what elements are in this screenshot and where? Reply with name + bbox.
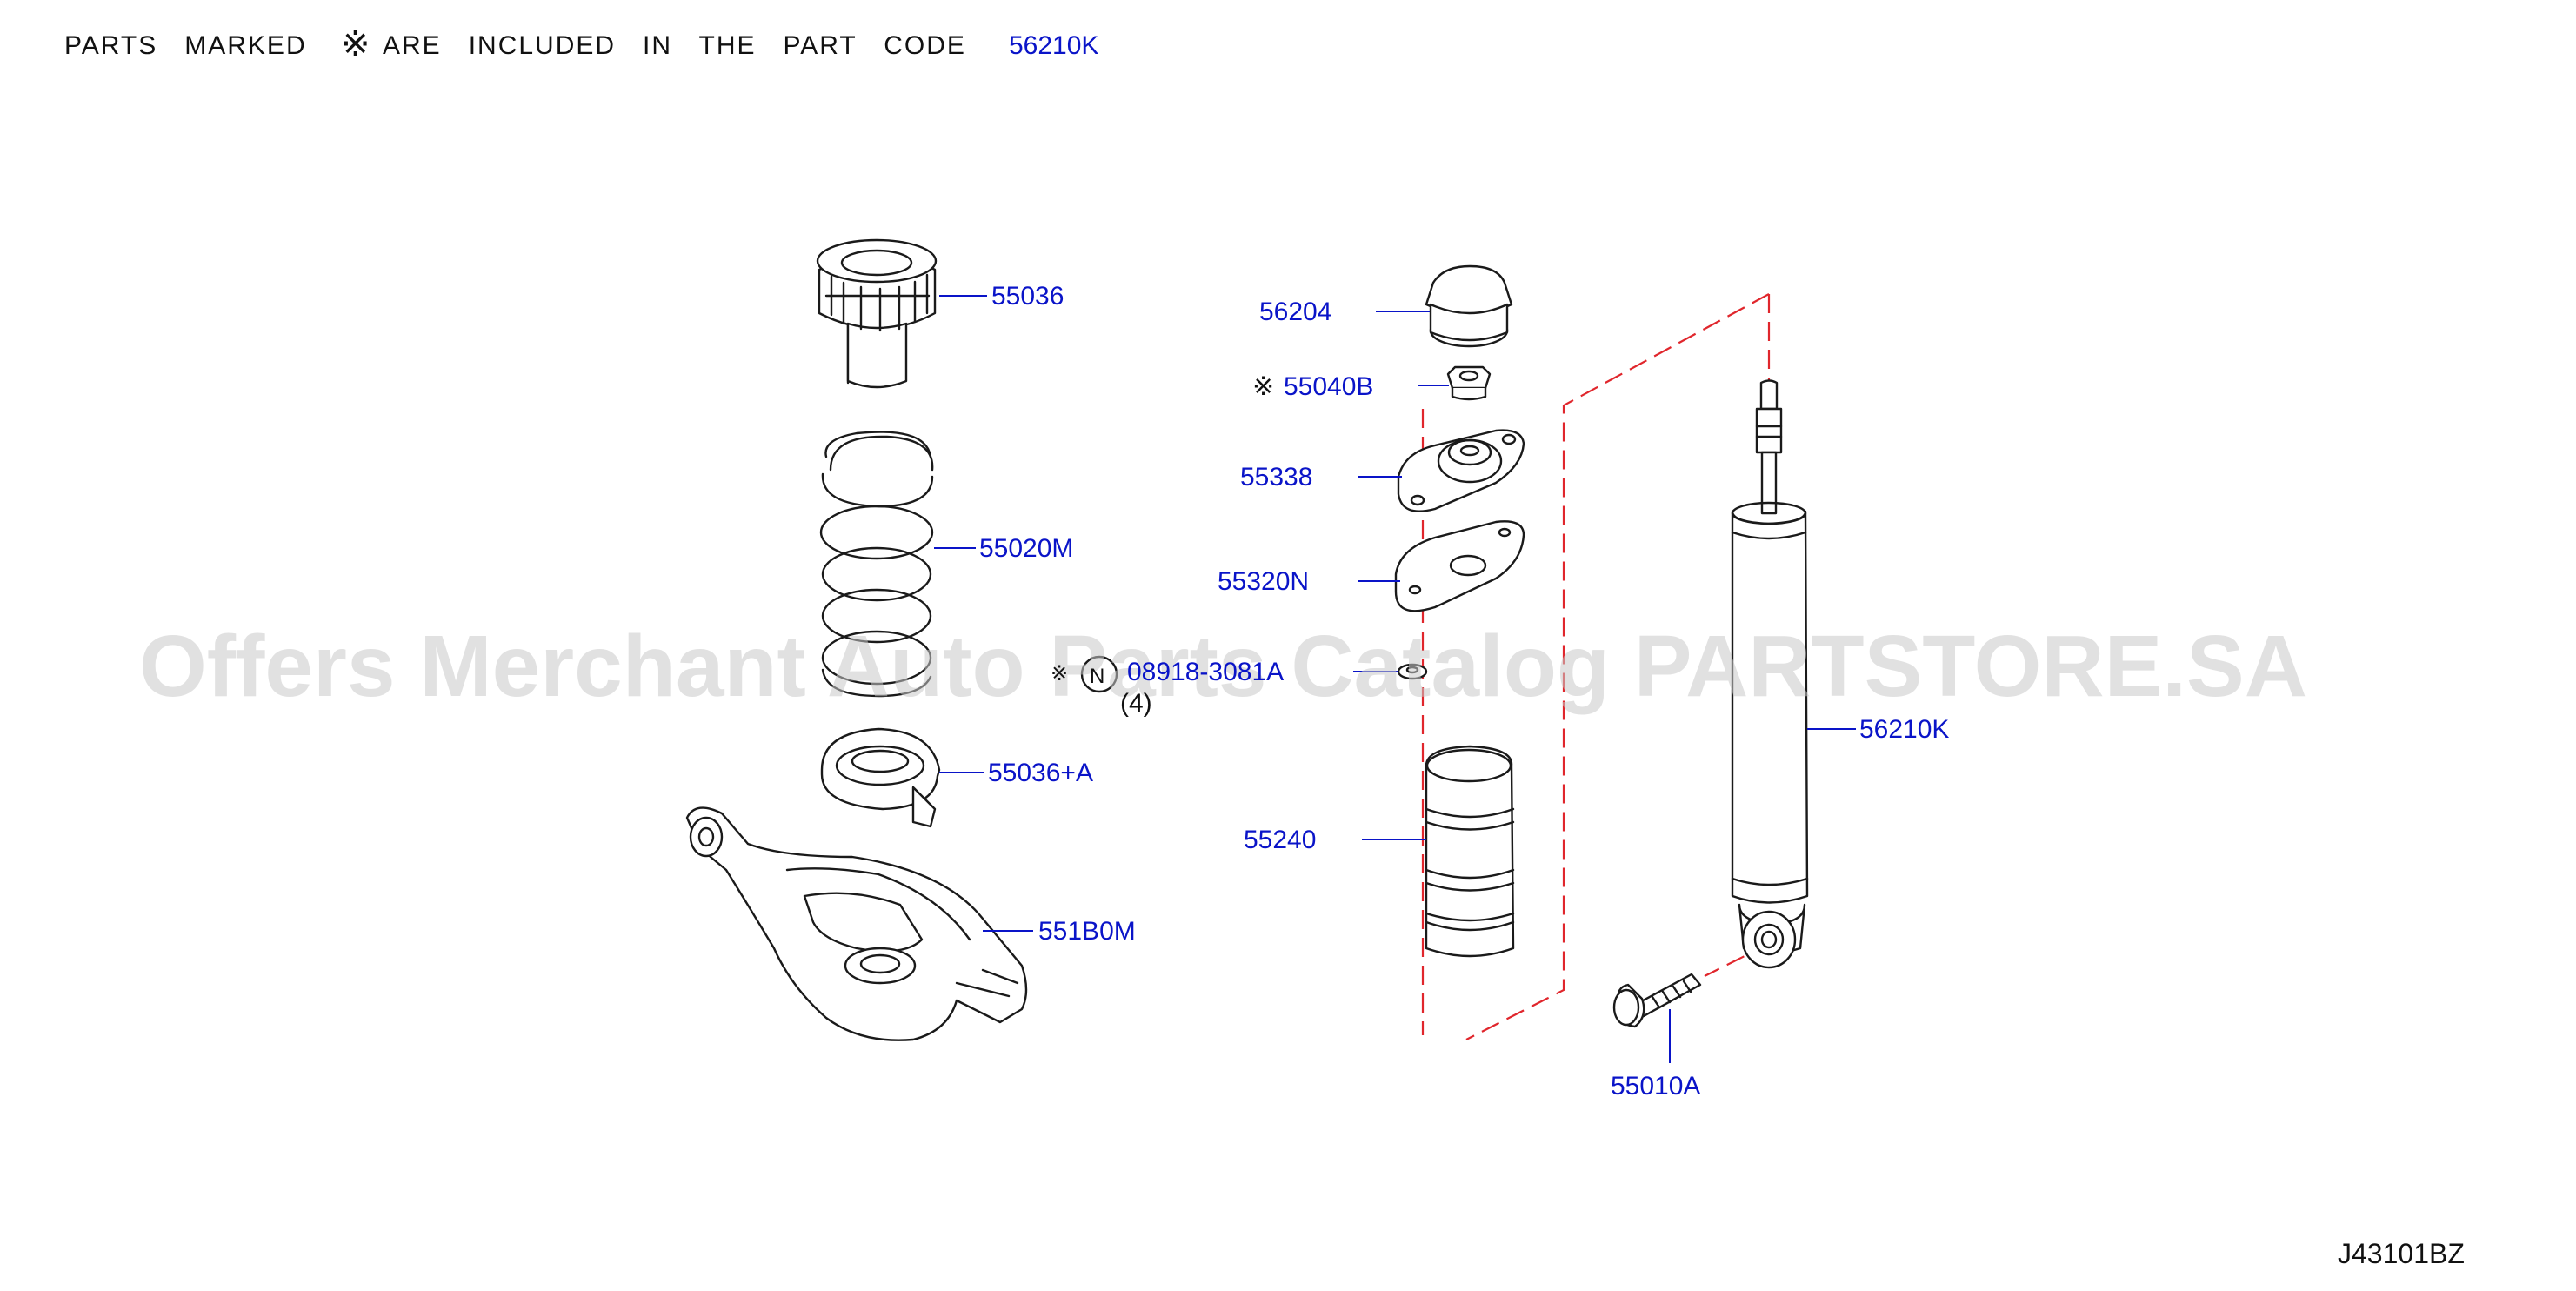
- label-55040b[interactable]: 55040B: [1284, 372, 1373, 401]
- spring-upper-seat-drawing: [816, 238, 938, 389]
- label-quantity: (4): [1120, 689, 1152, 718]
- spring-lower-seat-drawing: [820, 727, 941, 828]
- included-mark-55040b: ※: [1252, 372, 1274, 401]
- leader-lines: [934, 295, 1856, 1063]
- header-parts-marked: PARTS MARKED: [64, 31, 307, 60]
- label-08918-3081a[interactable]: 08918-3081A: [1127, 658, 1284, 686]
- bolt-drawing: [1612, 973, 1702, 1028]
- coil-spring-drawing: [819, 431, 934, 698]
- watermark: Offers Merchant Auto Parts Catalog PARTS…: [139, 618, 2307, 715]
- header-symbol: ※: [341, 25, 372, 64]
- header-included-text: ARE INCLUDED IN THE PART CODE: [383, 31, 966, 60]
- label-55036[interactable]: 55036: [991, 282, 1064, 311]
- label-56204[interactable]: 56204: [1259, 298, 1331, 326]
- lower-arm-drawing: [685, 806, 1028, 1041]
- nut-letter: N: [1090, 665, 1104, 688]
- included-mark-08918: ※: [1051, 662, 1068, 686]
- label-56210k[interactable]: 56210K: [1859, 715, 1949, 744]
- shock-absorber-drawing: [1731, 379, 1809, 969]
- upper-mount-drawing: [1397, 429, 1525, 512]
- flange-nut-drawing: [1080, 655, 1428, 693]
- part-labels: 55036 55020M 55036+A 551B0M 56204 ※ 5504…: [979, 282, 1949, 1100]
- mount-plate-drawing: [1394, 520, 1525, 612]
- label-55036-a[interactable]: 55036+A: [988, 759, 1093, 787]
- label-551b0m[interactable]: 551B0M: [1038, 917, 1136, 946]
- bump-cap-drawing: [1425, 264, 1513, 348]
- label-55338[interactable]: 55338: [1240, 463, 1312, 492]
- label-55010a[interactable]: 55010A: [1611, 1072, 1700, 1100]
- header-part-code[interactable]: 56210K: [1009, 31, 1098, 60]
- label-55240[interactable]: 55240: [1244, 826, 1316, 854]
- label-55020m[interactable]: 55020M: [979, 534, 1073, 563]
- bump-stop-drawing: [1425, 745, 1515, 958]
- label-55320n[interactable]: 55320N: [1218, 567, 1309, 596]
- diagram-code: J43101BZ: [2338, 1238, 2465, 1269]
- mount-nut-drawing: [1446, 365, 1492, 401]
- header-note: PARTS MARKED ※ ARE INCLUDED IN THE PART …: [64, 25, 1098, 64]
